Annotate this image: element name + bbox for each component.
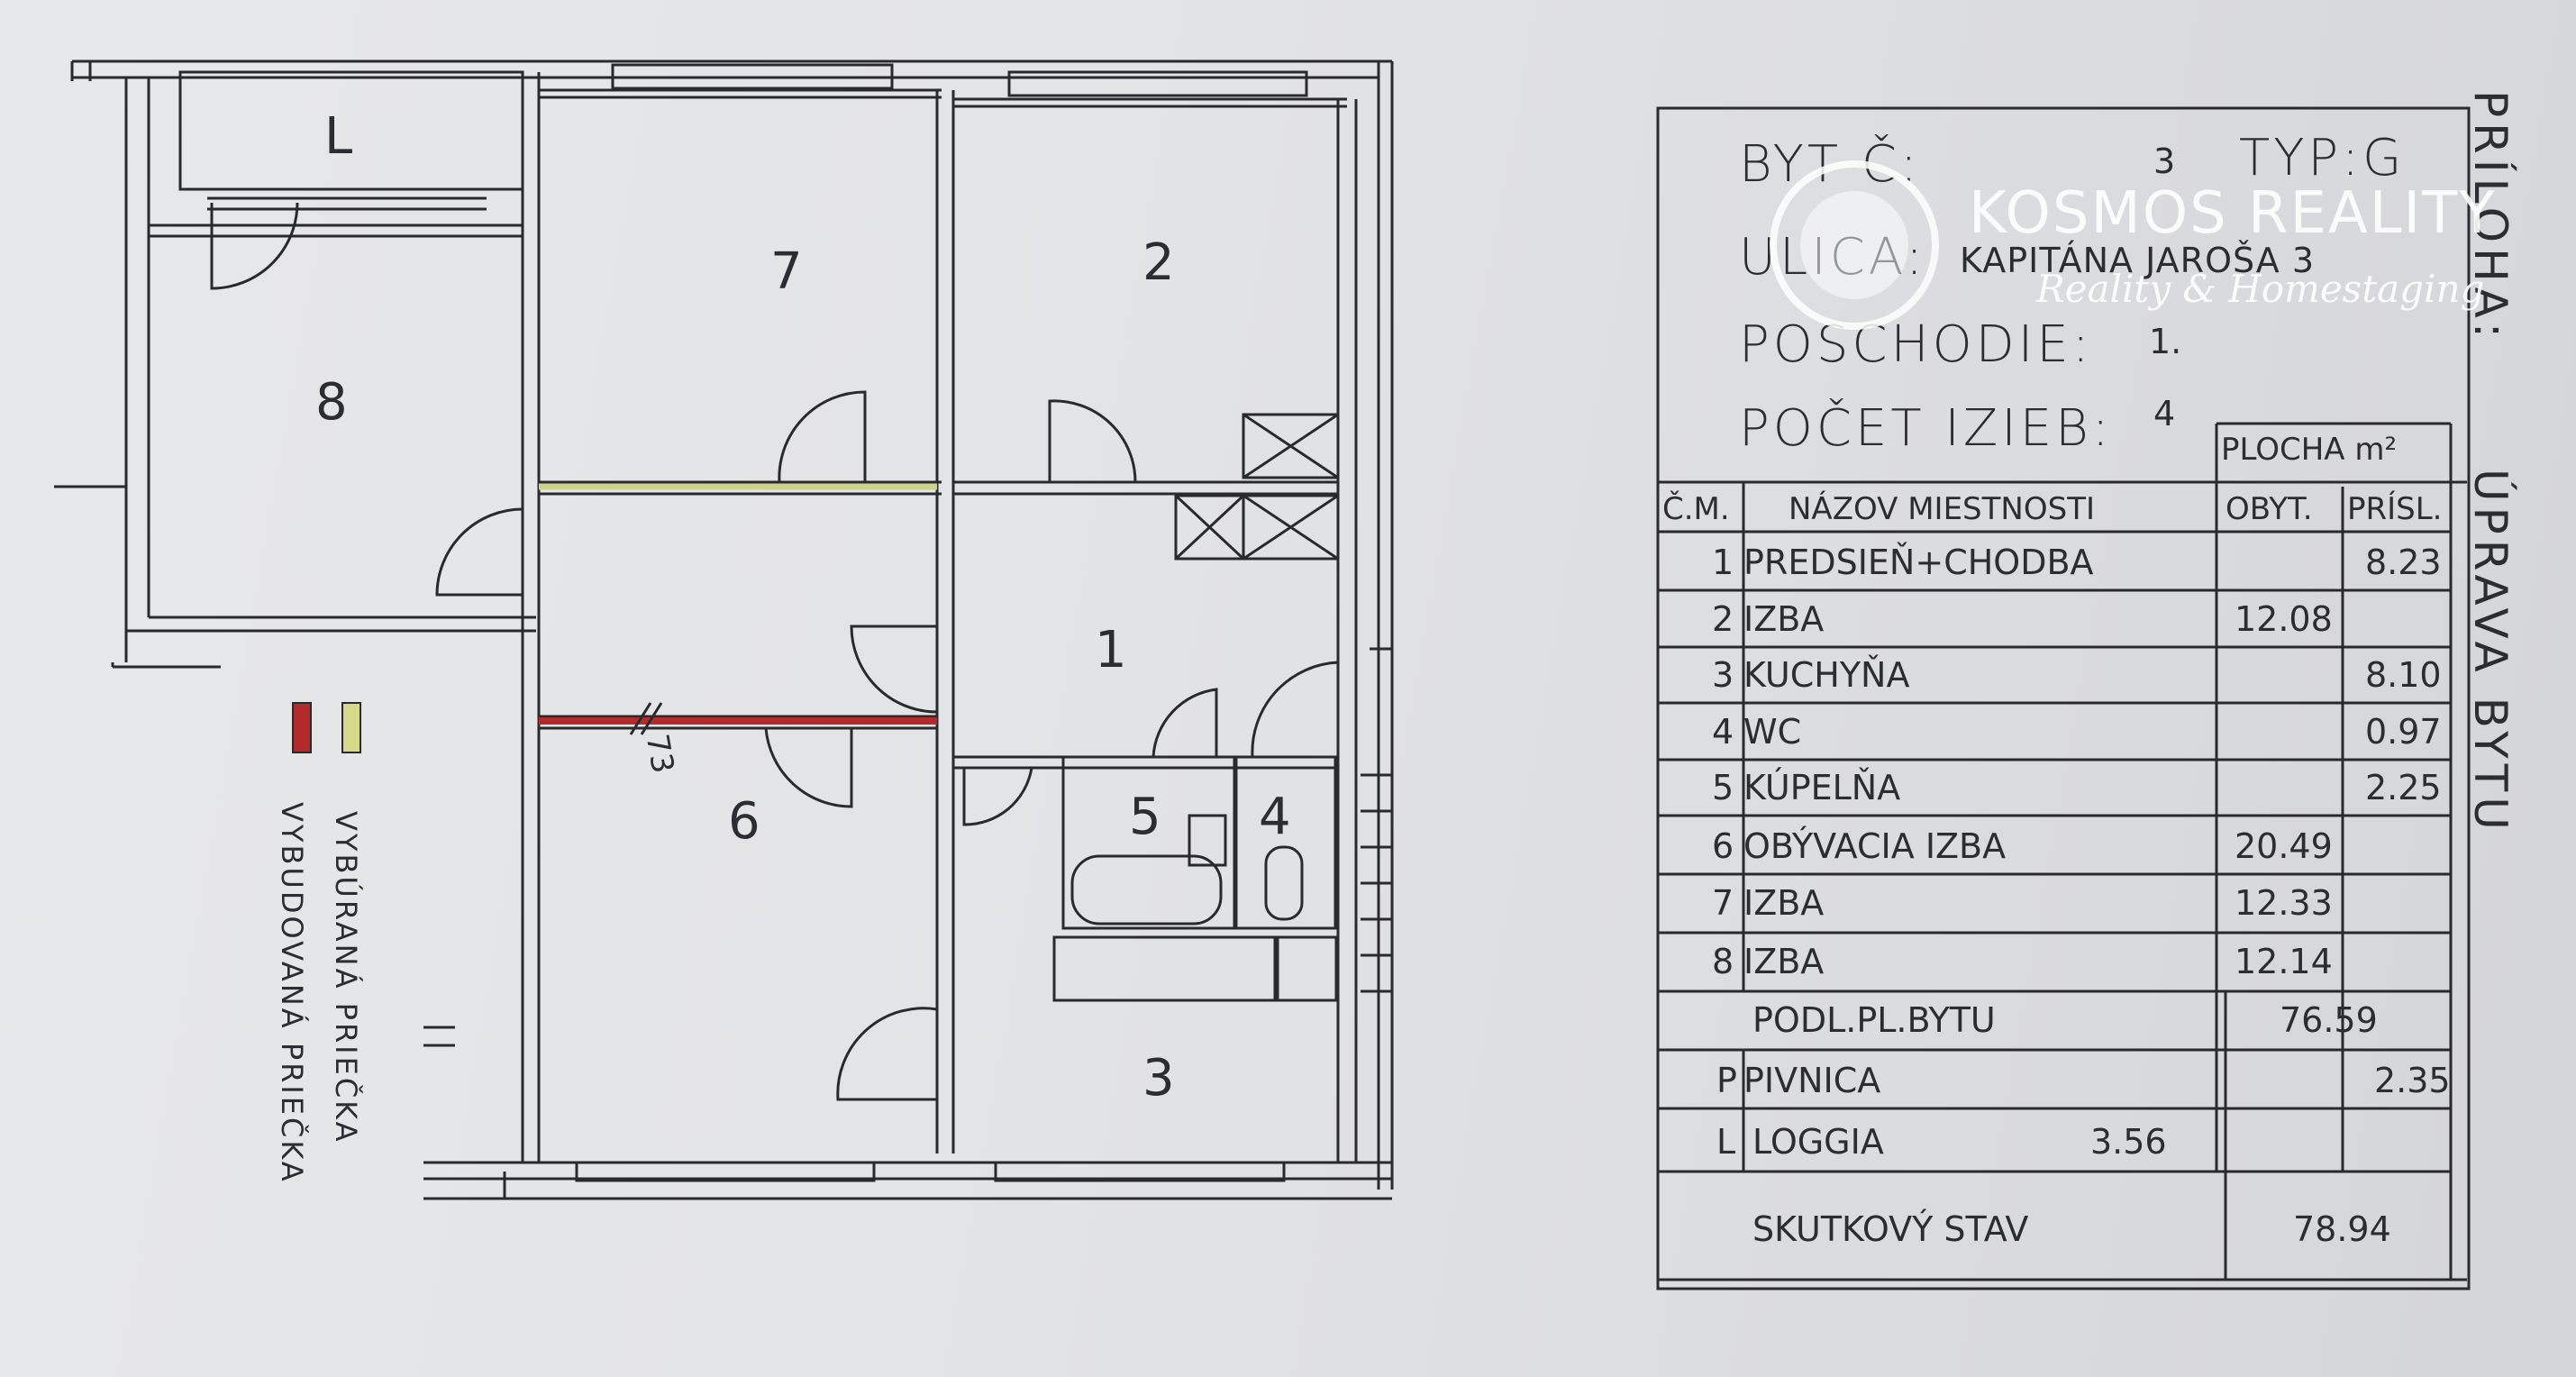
row-8-obyt: 12.14 [2235,942,2333,981]
podl-value: 76.59 [2280,1000,2378,1040]
legend-built-label: VYBUDOVANÁ PRIEČKA [275,802,309,1184]
col-cm: Č.M. [1662,491,1730,527]
room-3-label: 3 [1142,1049,1175,1108]
row-4-name: WC [1743,712,1802,752]
room-7-label: 7 [770,242,803,301]
row-4-n: 4 [1712,712,1734,752]
loggia-table-label: LOGGIA [1752,1122,1884,1162]
legend-swatch-built [341,702,361,753]
poschodie-value: 1. [2149,322,2182,361]
row-6-name: OBÝVACIA IZBA [1743,826,2007,866]
byt-value: 3 [2153,141,2176,181]
loggia-value: 3.56 [2090,1122,2167,1162]
row-5-prisl: 2.25 [2365,768,2442,807]
pocet-label: POČET IZIEB: [1739,399,2113,458]
room-2-label: 2 [1142,233,1175,292]
room-1-label: 1 [1095,621,1127,679]
uprava-label: ÚPRAVA BYTU [2464,469,2517,835]
row-7-n: 7 [1712,883,1734,923]
pocet-value: 4 [2153,394,2176,433]
row-4-prisl: 0.97 [2365,712,2442,752]
row-1-name: PREDSIEŇ+CHODBA [1743,543,2094,582]
row-8-n: 8 [1712,942,1734,981]
legend-demolished-label: VYBÚRANÁ PRIEČKA [329,811,363,1144]
row-2-name: IZBA [1743,599,1825,639]
row-6-n: 6 [1712,826,1734,866]
loggia-label: L [324,107,352,166]
loggia-n: L [1716,1122,1736,1162]
skutkovy-value: 78.94 [2293,1209,2391,1249]
col-name: NÁZOV MIESTNOSTI [1789,491,2095,527]
row-5-name: KÚPELŇA [1743,768,1901,807]
priloha-label: PRÍLOHA: [2464,90,2517,343]
row-2-obyt: 12.08 [2235,599,2333,639]
room-8-label: 8 [315,373,348,432]
poschodie-label: POSCHODIE: [1739,315,2093,374]
pivnica-n: P [1716,1061,1737,1100]
podl-label: PODL.PL.BYTU [1752,1000,1996,1040]
room-5-label: 5 [1129,788,1161,846]
room-6-label: 6 [728,792,760,851]
legend-swatch-demolished [292,702,312,753]
row-3-name: KUCHYŇA [1743,655,1910,695]
pivnica-label: PIVNICA [1743,1061,1881,1100]
row-3-n: 3 [1712,655,1734,695]
ulica-value: KAPITÁNA JAROŠA 3 [1960,241,2316,280]
row-6-obyt: 20.49 [2235,826,2333,866]
row-1-prisl: 8.23 [2365,543,2442,582]
room-4-label: 4 [1259,788,1291,846]
col-obyt: OBYT. [2226,491,2313,527]
skutkovy-label: SKUTKOVÝ STAV [1752,1209,2029,1249]
row-2-n: 2 [1712,599,1734,639]
row-7-name: IZBA [1743,883,1825,923]
watermark-tagline: Reality & Homestaging [2036,267,2485,311]
pivnica-value: 2.35 [2374,1061,2451,1100]
door-mark-label: 73 [639,732,681,777]
watermark-brand: KOSMOS REALITY [1969,180,2497,247]
row-5-n: 5 [1712,768,1734,807]
col-prisl: PRÍSL. [2347,491,2443,527]
row-7-obyt: 12.33 [2235,883,2333,923]
row-1-n: 1 [1712,543,1734,582]
byt-label: BYT Č: [1739,135,1921,194]
row-3-prisl: 8.10 [2365,655,2442,695]
typ-label: TYP:G [2239,129,2406,187]
row-8-name: IZBA [1743,942,1825,981]
plocha-label: PLOCHA m² [2221,432,2398,468]
